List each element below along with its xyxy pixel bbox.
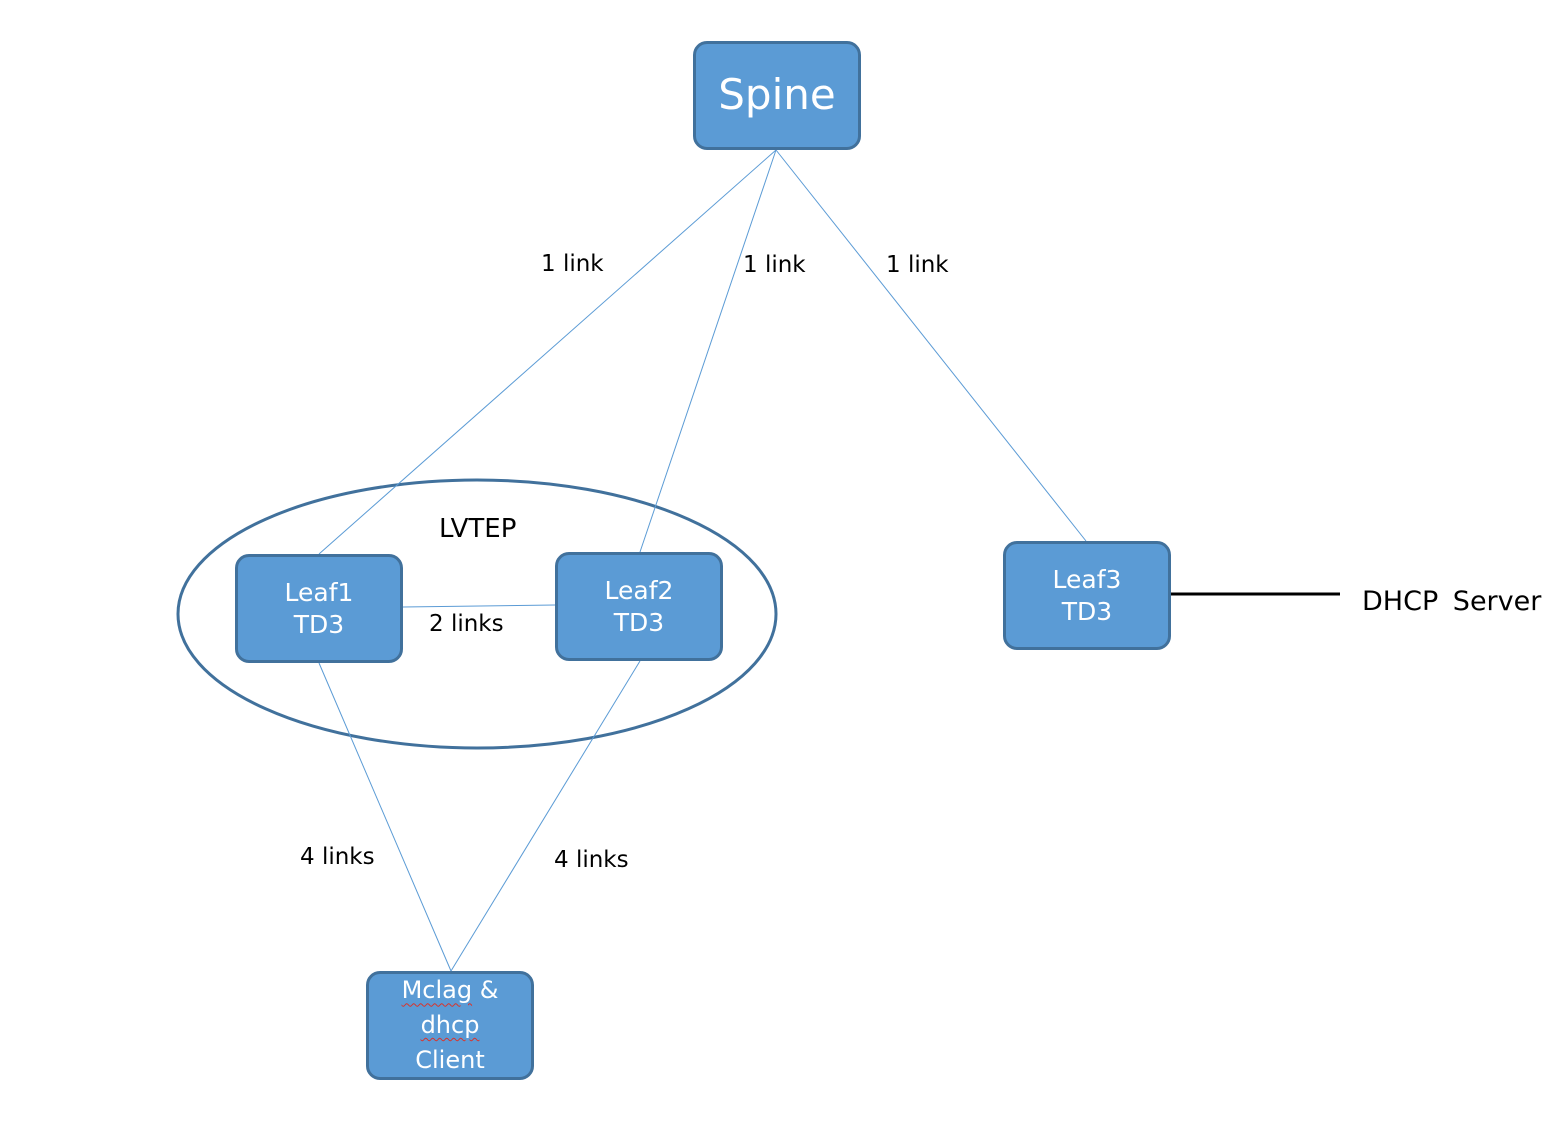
leaf3-name: Leaf3 [1052,565,1122,595]
spine-label: Spine [718,70,836,120]
client-word-mclag: Mclag [401,976,473,1005]
client-line-1: Mclag & [402,973,499,1008]
lvtep-group-label: LVTEP [439,514,517,544]
link-spine-leaf3 [775,149,1087,542]
leaf1-node: Leaf1 TD3 [235,554,403,663]
link-label-spine-leaf2: 1 link [743,252,806,278]
client-line-2: dhcp [421,1008,480,1043]
link-label-spine-leaf3: 1 link [886,252,949,278]
lvtep-group-ellipse [176,478,778,750]
link-label-spine-leaf1: 1 link [541,251,604,277]
link-label-leaf1-client: 4 links [300,844,375,870]
leaf2-name: Leaf2 [604,576,674,606]
leaf2-chip: TD3 [613,607,665,637]
spine-node: Spine [693,41,861,150]
link-leaf1-client [318,662,452,972]
mclag-dhcp-client-node: Mclag & dhcp Client [366,971,534,1080]
link-leaf2-client [450,660,641,972]
dhcp-server-label: DHCP Server [1362,586,1542,617]
link-label-leaf2-client: 4 links [554,847,629,873]
leaf1-chip: TD3 [293,609,345,639]
leaf1-name: Leaf1 [284,578,354,608]
leaf3-chip: TD3 [1061,596,1113,626]
link-leaf1-leaf2 [402,604,556,608]
link-spine-leaf1 [318,149,777,555]
leaf3-node: Leaf3 TD3 [1003,541,1171,650]
leaf2-node: Leaf2 TD3 [555,552,723,661]
client-ampersand: & [472,976,499,1005]
client-line-3: Client [415,1045,485,1074]
client-word-dhcp: dhcp [420,1011,480,1040]
link-label-leaf1-leaf2: 2 links [429,611,504,637]
link-spine-leaf2 [639,149,777,553]
